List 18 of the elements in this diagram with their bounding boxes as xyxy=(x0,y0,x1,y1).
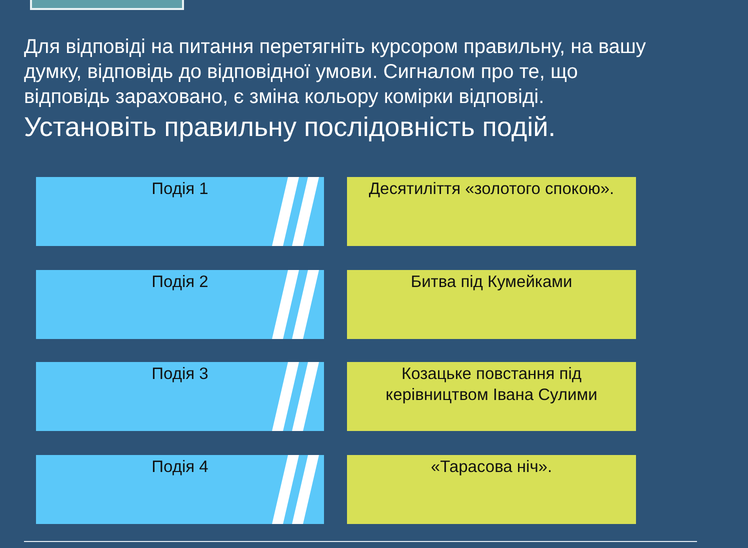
instructions-text: Для відповіді на питання перетягніть курсором правильну, на вашу думку, відповідь до відповідної умови. Сигналом про те, що відповідь зараховано, є зміна кольору комірки відповіді. xyxy=(24,35,647,110)
answer-text: «Тарасова ніч». xyxy=(430,457,554,478)
event-label: Подія 1 xyxy=(150,179,210,200)
answer-card xyxy=(347,270,636,339)
event-slot xyxy=(36,362,324,431)
answer-text: Десятиліття «золотого спокою». xyxy=(368,179,616,200)
answer-card xyxy=(347,177,636,246)
event-slot xyxy=(36,455,324,524)
event-slot xyxy=(36,270,324,339)
answer-card xyxy=(347,362,636,431)
event-label: Подія 3 xyxy=(150,364,210,385)
answer-text: Козацьке повстання під керівництвом Івана Сулими xyxy=(384,364,598,406)
event-slot xyxy=(36,177,324,246)
task-title: Установіть правильну послідовність подій. xyxy=(24,111,556,143)
answer-card xyxy=(347,455,636,524)
event-label: Подія 2 xyxy=(150,272,210,293)
answer-text: Битва під Кумейками xyxy=(410,272,574,293)
event-label: Подія 4 xyxy=(150,457,210,478)
